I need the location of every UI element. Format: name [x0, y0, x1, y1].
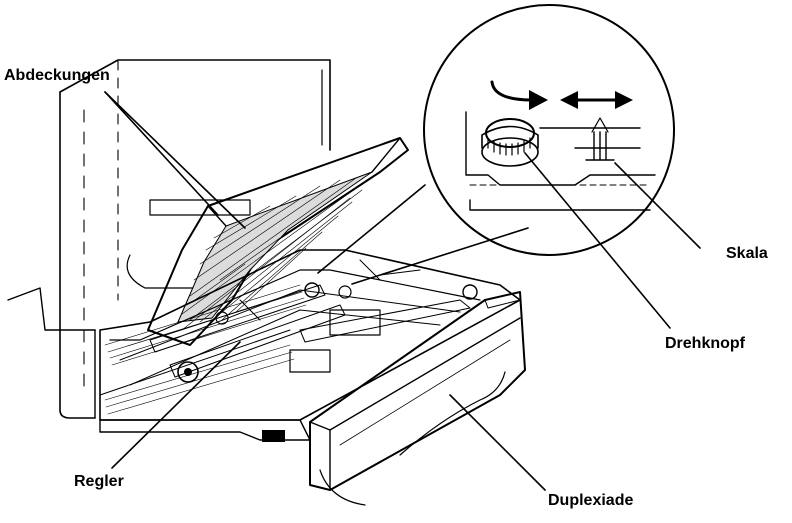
- duplex-drawer: [309, 291, 526, 506]
- printer-body: [7, 59, 331, 419]
- label-covers: Abdeckungen: [4, 67, 110, 84]
- label-regulator: Regler: [74, 473, 124, 490]
- rotary-knob: [481, 118, 539, 167]
- label-duplex: Duplexiade: [548, 492, 633, 509]
- leader-lines: [104, 91, 701, 491]
- tray-interior: [99, 249, 521, 442]
- detail-magnifier: [317, 4, 675, 285]
- rotate-arrow-icon: [490, 80, 548, 110]
- double-arrow-icon: [560, 91, 633, 109]
- scale-mark: [539, 117, 641, 161]
- label-knob: Drehknopf: [665, 335, 746, 352]
- label-scale: Skala: [726, 245, 768, 262]
